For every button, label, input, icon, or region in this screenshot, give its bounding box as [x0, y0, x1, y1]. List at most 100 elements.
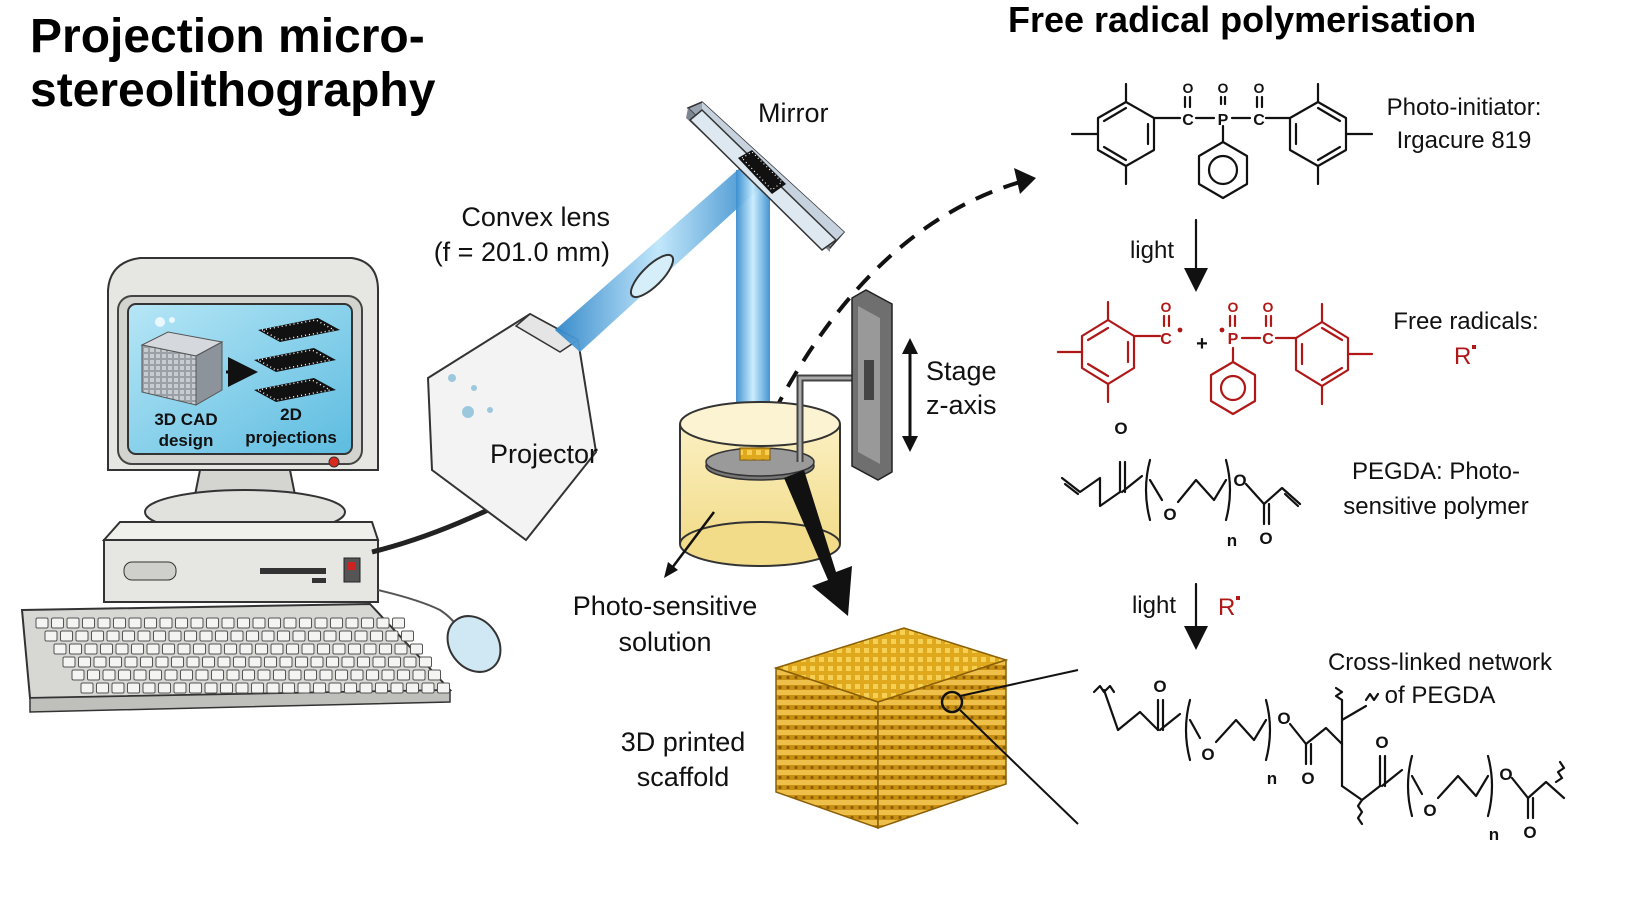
keyboard-key [217, 656, 231, 668]
keyboard-key [155, 656, 169, 668]
net-atom-o6: O [1423, 801, 1436, 820]
mirror-label: Mirror [758, 98, 828, 128]
keyboard-key [277, 630, 290, 642]
lens-label-line2: (f = 201.0 mm) [434, 237, 610, 267]
keyboard-key [348, 643, 361, 655]
keyboard-key [115, 643, 129, 655]
keyboard-key [379, 643, 392, 655]
keyboard-key [248, 656, 262, 668]
keyboard-key [124, 656, 138, 668]
keyboard-key [175, 617, 188, 629]
keyboard-key [127, 682, 140, 694]
keyboard-key [297, 682, 311, 694]
radical-atom-c1: C [1160, 331, 1172, 348]
keyboard-key [224, 643, 237, 655]
keyboard-key [304, 669, 317, 681]
keyboard-key [295, 656, 308, 668]
keyboard-key [111, 682, 125, 694]
keyboard-key [354, 630, 368, 642]
net-atom-o5: O [1375, 733, 1388, 752]
free-radicals-structure: C O + P O C O [1056, 299, 1374, 416]
keyboard-key [273, 669, 286, 681]
keyboard-key [313, 682, 326, 694]
keyboard-key [341, 656, 355, 668]
keyboard-key [128, 617, 142, 629]
keyboard-key [100, 643, 113, 655]
keyboard-key [80, 682, 94, 694]
keyboard-key [122, 630, 135, 642]
right-title: Free radical polymerisation [1008, 0, 1476, 40]
net-n1: n [1267, 769, 1277, 788]
net-atom-o4: O [1301, 769, 1314, 788]
mouse-icon [446, 615, 502, 673]
keyboard-key [118, 669, 131, 681]
net-atom-o1: O [1153, 677, 1166, 696]
pegda-atom-o4: O [1259, 529, 1272, 548]
lens-label-line1: Convex lens [461, 202, 610, 232]
keyboard-key [97, 617, 111, 629]
pegda-label-line1: PEGDA: Photo- [1352, 458, 1520, 485]
keyboard-key [71, 669, 85, 681]
pegda-structure: O O n O O [1060, 419, 1302, 550]
keyboard-key [345, 617, 359, 629]
net-atom-o3: O [1277, 709, 1290, 728]
keyboard-key [137, 630, 151, 642]
radical-atom-o1: O [1161, 299, 1172, 315]
keyboard-key [255, 643, 268, 655]
keyboard-key [264, 656, 277, 668]
keyboard-key [359, 682, 373, 694]
keyboard-key [190, 617, 204, 629]
keyboard-key [308, 630, 321, 642]
keyboard-key [199, 630, 213, 642]
cad-cube-icon [140, 331, 224, 406]
radical-symbol: R [1454, 343, 1471, 370]
keyboard-key [173, 682, 187, 694]
keyboard-key [87, 669, 100, 681]
radical-symbol-2: R [1218, 594, 1235, 621]
initiator-label-line1: Photo-initiator: [1387, 94, 1542, 121]
screen-cad-label-line2: design [159, 431, 214, 450]
projection-slices-icon [254, 318, 340, 402]
projector-illustration: Projector [426, 312, 598, 542]
network-structure: O O n O O O O n O O [1092, 677, 1566, 844]
atom-c2: C [1253, 112, 1265, 129]
keyboard-key [282, 682, 295, 694]
keyboard-key [93, 656, 107, 668]
computer-illustration: 3D CAD design 2D projections [20, 257, 532, 713]
keyboard-key [257, 669, 271, 681]
pegda-atom-o2: O [1163, 505, 1176, 524]
keyboard-key [186, 656, 200, 668]
pegda-atom-o3: O [1233, 471, 1246, 490]
keyboard-key [357, 656, 370, 668]
keyboard-key [397, 669, 410, 681]
keyboard-key [328, 682, 342, 694]
keyboard-key [113, 617, 126, 629]
mirror-illustration [686, 101, 846, 252]
pegda-atom-o1: O [1114, 419, 1127, 438]
keyboard-key [372, 656, 386, 668]
keyboard-keys [35, 617, 450, 694]
keyboard-key [283, 617, 297, 629]
projector-label: Projector [490, 439, 598, 469]
radical-atom-o3: O [1263, 299, 1274, 315]
keyboard-key [189, 682, 202, 694]
keyboard-key [344, 682, 357, 694]
keyboard-key [381, 669, 395, 681]
keyboard-key [149, 669, 162, 681]
keyboard-key [410, 643, 423, 655]
keyboard-key [403, 656, 417, 668]
solution-label-line1: Photo-sensitive [573, 591, 758, 621]
keyboard-key [314, 617, 328, 629]
keyboard-key [363, 643, 377, 655]
screen-proj-label-line2: projections [245, 428, 337, 447]
keyboard-key [390, 682, 404, 694]
keyboard-key [317, 643, 330, 655]
convex-lens-icon [629, 253, 675, 299]
stage-label-line1: Stage [926, 356, 997, 386]
keyboard-key [401, 630, 414, 642]
keyboard-key [106, 630, 120, 642]
stage-plate [851, 289, 893, 481]
radicals-label: Free radicals: [1393, 308, 1538, 335]
keyboard-key [202, 656, 215, 668]
keyboard-key [350, 669, 364, 681]
